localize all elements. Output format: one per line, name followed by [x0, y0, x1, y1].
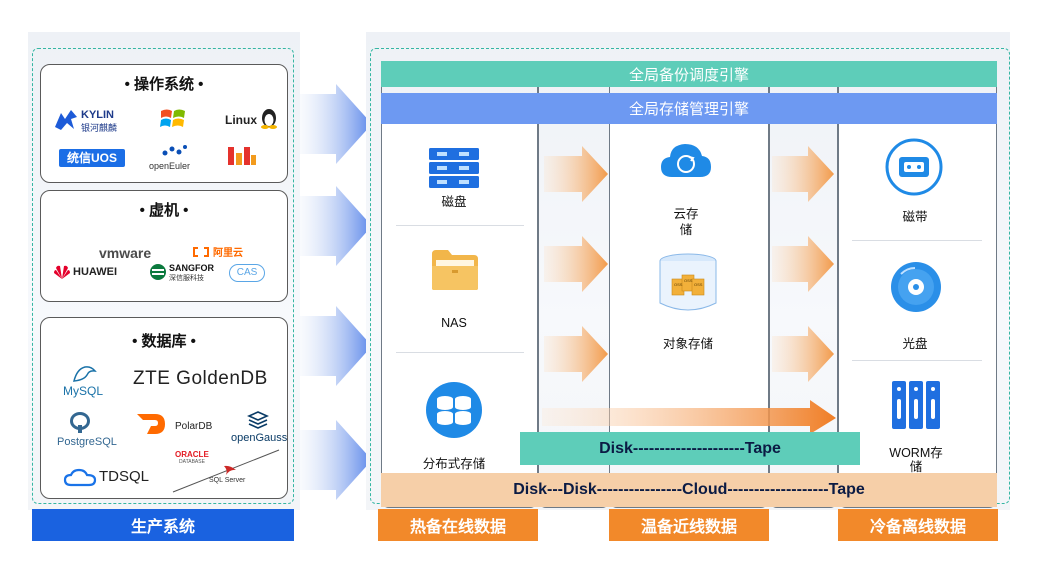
oss-label-3: OSS — [694, 282, 703, 287]
disk-disk-cloud-tape-bar: Disk---Disk----------------Cloud--------… — [381, 473, 997, 507]
hot-footer: 热备在线数据 — [378, 509, 538, 541]
oracle-db-text: DATABASE — [179, 459, 205, 465]
warm-arrow-3 — [544, 326, 608, 382]
postgresql-elephant-icon — [70, 412, 90, 433]
openeuler-text: openEuler — [149, 161, 191, 171]
nas-folder-icon — [432, 250, 478, 290]
db-group: • 数据库 • MySQL ZTE GoldenDB PostgreSQL Po… — [40, 317, 288, 499]
vm-group: • 虚机 • vmware 阿里云 HUAWEI SANGFOR 深信服科技 C… — [40, 190, 288, 302]
polardb-icon — [137, 414, 165, 434]
os-group: • 操作系统 • KYLIN 银河麒麟 Linux 统信UOS openEule… — [40, 64, 288, 183]
hot-item-distributed: 分布式存储 — [422, 457, 486, 471]
vmware-logo-text: vmware — [99, 245, 152, 261]
tape-icon — [885, 138, 943, 196]
cold-item-worm: WORM存 储 — [889, 446, 943, 474]
flow-arrow-1 — [300, 84, 372, 164]
flow-arrows — [300, 84, 372, 500]
vmware-text: vmware — [99, 245, 151, 261]
flow-arrow-3 — [300, 306, 372, 386]
object-storage-icon: OSS OSS OSS — [659, 253, 717, 311]
mysql-text: MySQL — [63, 384, 104, 398]
db-group-title: • 数据库 • — [132, 333, 196, 350]
cold-item-disc: 光盘 — [902, 337, 928, 351]
opengauss-text: openGauss — [231, 432, 288, 444]
kylin-text: KYLIN — [81, 109, 114, 121]
mysql-dolphin-icon — [73, 366, 97, 382]
hot-item-nas: NAS — [441, 316, 467, 330]
windows-logo-icon — [160, 109, 185, 127]
cold-arrow-1 — [772, 146, 834, 202]
tdsql-text: TDSQL — [99, 468, 150, 485]
tdsql-cloud-icon — [63, 468, 97, 487]
sqlserver-text: SQL Server — [209, 477, 246, 484]
cold-item-tape: 磁带 — [902, 210, 928, 224]
tier-flow-arrows — [542, 146, 836, 434]
warm-item-cloud: 云存 储 — [673, 207, 699, 237]
disk-server-icon — [429, 148, 479, 188]
uos-logo: 统信UOS — [59, 149, 125, 167]
warm-item-object: 对象存储 — [662, 337, 713, 351]
cold-arrow-2 — [772, 236, 834, 292]
aliyun-text: 阿里云 — [213, 248, 243, 259]
flow-arrow-4 — [300, 420, 372, 500]
oracle-text: ORACLE — [175, 450, 209, 459]
storage-engine-bar: 全局存储管理引擎 — [381, 93, 997, 124]
cold-separator-2 — [852, 360, 982, 361]
oss-label-1: OSS — [674, 282, 683, 287]
optical-disc-icon — [891, 262, 941, 312]
kylin-logo-icon — [55, 110, 77, 130]
cold-footer: 冷备离线数据 — [838, 509, 998, 541]
huawei-icon — [54, 265, 70, 279]
oss-label-2: OSS — [684, 278, 693, 283]
hot-separator-1 — [396, 225, 524, 226]
sangfor-icon — [150, 264, 166, 280]
os-group-title: • 操作系统 • — [124, 76, 204, 93]
cas-logo: CAS — [229, 264, 265, 282]
production-panel-border — [32, 48, 294, 504]
kylin-cn-text: 银河麒麟 — [81, 123, 118, 133]
postgresql-text: PostgreSQL — [57, 436, 117, 448]
hot-item-disk: 磁盘 — [441, 195, 467, 209]
polardb-text: PolarDB — [175, 421, 213, 432]
worm-storage-icon — [892, 381, 940, 429]
distributed-storage-icon — [426, 382, 482, 438]
cold-arrow-3 — [772, 326, 834, 382]
sangfor-text: SANGFOR — [169, 263, 214, 273]
vendor-logo-icon — [228, 147, 256, 165]
scheduler-engine-bar: 全局备份调度引擎 — [381, 61, 997, 87]
flow-arrow-2 — [300, 186, 372, 266]
huawei-text: HUAWEI — [73, 266, 117, 278]
cold-separator-1 — [852, 240, 982, 241]
vm-group-title: • 虚机 • — [139, 202, 189, 219]
disk-tape-bar: Disk---------------------Tape — [520, 432, 860, 465]
goldendb-text: ZTE GoldenDB — [133, 368, 268, 389]
tux-icon — [261, 109, 277, 129]
diagonal-divider-icon — [172, 449, 280, 493]
direct-hot-to-cold-arrow — [542, 400, 836, 434]
hot-separator-2 — [396, 352, 524, 353]
warm-arrow-1 — [544, 146, 608, 202]
sangfor-cn-text: 深信服科技 — [169, 275, 204, 282]
openeuler-logo-icon — [162, 145, 187, 156]
warm-footer: 温备近线数据 — [609, 509, 769, 541]
warm-arrow-2 — [544, 236, 608, 292]
production-footer: 生产系统 — [32, 509, 294, 541]
cloud-storage-icon — [661, 144, 711, 177]
opengauss-icon — [247, 411, 269, 429]
aliyun-icon — [193, 247, 209, 257]
linux-text: Linux — [225, 113, 257, 127]
sqlserver-icon — [224, 465, 236, 475]
